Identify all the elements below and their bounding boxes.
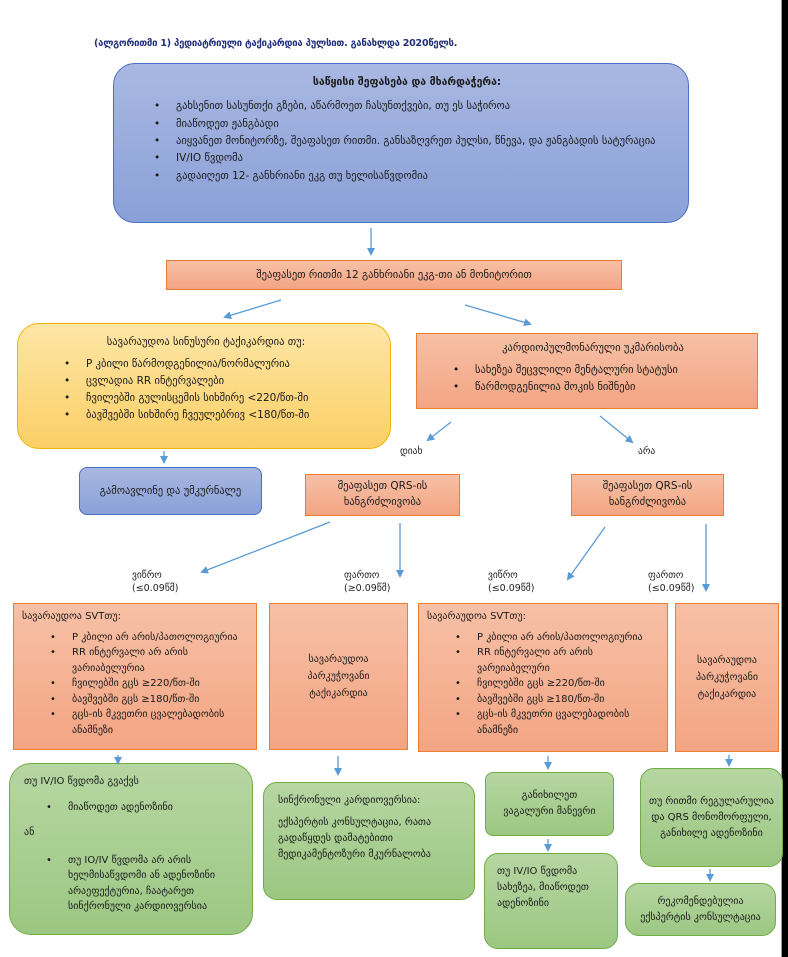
svt-criteria-box-left: სავარაუდოა SVTთუ: P კბილი არ არის/პათოლო… (13, 603, 257, 750)
expert-consultation-box: რეკომენდებულია ექსპერტის კონსულტაცია (625, 883, 776, 936)
vagal-maneuver-text: განიხილეთ ვაგალური მანევრი (503, 790, 596, 817)
iv-io-access-text: თუ IV/IO წვდომა გვაქვს (24, 776, 139, 787)
initial-assessment-box: საწყისი შეფასება და მხარდაჭერა: გახსენით… (113, 63, 689, 223)
list-item: ჩვილებში გცს ≥220/წთ-ში (447, 676, 659, 692)
initial-assessment-heading: საწყისი შეფასება და მხარდაჭერა: (312, 76, 502, 88)
qrs-label-range: (≤0.09წმ) (488, 582, 535, 594)
adenosine-list: მიაწოდეთ ადენოზინი (24, 800, 242, 816)
branch-label-yes: დიახ (400, 446, 423, 457)
qrs-label-name: ვიწრო (488, 570, 518, 581)
vt-box-left: სავარაუდოა პარკუჭოვანი ტაქიკარდია (269, 603, 408, 750)
cardiopulmonary-heading: კარდიოპულმონარული უკმარისობა (502, 342, 684, 354)
qrs-label-range: (≥0.09წმ) (344, 582, 391, 594)
list-item: ბავშვებში გცს ≥180/წთ-ში (42, 692, 248, 708)
initial-assessment-list: გახსენით სასუნთქი გზები, აწარმოეთ ჩასუნთ… (146, 98, 668, 185)
qrs-label-wide-left: ფართო (≥0.09წმ) (344, 570, 390, 596)
list-item: გცს-ის მკვეთრი ცვალებადობის ანამნეზი (42, 707, 248, 738)
qrs-label-range: (≤0.09წმ) (132, 582, 179, 594)
adenosine-text: თუ IV/IO წვდომა სახეზეა, მიაწოდეთ ადენოზ… (497, 866, 589, 909)
list-item: ცვლადია RR ინტერვალები (56, 373, 376, 390)
regular-rhythm-box: თუ რითმი რეგულარულია და QRS მონომორფული,… (640, 768, 783, 867)
list-item: ჩვილებში გცს ≥220/წთ-ში (42, 676, 248, 692)
list-item: P კბილი წარმოდგენილია/ნორმალურია (56, 356, 376, 373)
list-item: P კბილი არ არის/პათოლოგიურია (447, 630, 659, 646)
list-item: მიაწოდეთ ჟანგბადი (146, 116, 668, 134)
identify-treat-text: გამოავლინე და უმკურნალე (99, 484, 242, 497)
arrow (200, 521, 331, 574)
qrs-duration-box-left: შეაფასეთ QRS-ის ხანგრძლივობა (305, 474, 460, 516)
arrow (464, 304, 532, 327)
list-item: ჩვილებში გულისცემის სიხშირე <220/წთ-ში (56, 390, 376, 407)
qrs-label-name: ვიწრო (132, 570, 162, 581)
regular-rhythm-text: თუ რითმი რეგულარულია და QRS მონომორფული,… (648, 795, 774, 839)
list-item: სახეზეა შეცვლილი მენტალური სტატუსი (445, 362, 747, 379)
adenosine-or-cardioversion-box: თუ IV/IO წვდომა გვაქვს მიაწოდეთ ადენოზინ… (9, 763, 253, 935)
expert-consultation-text: რეკომენდებულია ექსპერტის კონსულტაცია (640, 895, 761, 923)
list-item: ბავშვებში სიხშირე ჩვეულებრივ <180/წთ-ში (56, 407, 376, 424)
assess-rhythm-text: შეაფასეთ რითმი 12 განხრიანი ეკგ-თი ან მო… (256, 268, 532, 281)
arrow (599, 415, 634, 444)
sinus-criteria-list: P კბილი წარმოდგენილია/ნორმალურია ცვლადია… (36, 356, 376, 423)
arrow (223, 299, 282, 320)
cardioversion-list: თუ IO/IV წვდომა არ არის ხელმისაწვდომი ან… (24, 853, 242, 915)
list-item: გადაიღეთ 12- განხრიანი ეკგ თუ ხელისაწვდო… (146, 168, 668, 186)
list-item: RR ინტერვალი არ არის ვარეიაბელური (447, 645, 659, 676)
sinus-tachycardia-heading: სავარაუდოა სინუსური ტაქიკარდია თუ: (106, 336, 306, 348)
qrs-label-narrow-left: ვიწრო (≤0.09წმ) (132, 570, 178, 596)
svt-criteria-list-left: P კბილი არ არის/პათოლოგიურია RR ინტერვალ… (22, 630, 248, 739)
sync-cardioversion-heading: სინქრონული კარდიოვერსია: (278, 795, 421, 806)
qrs-label-range: (≤0.09წმ) (648, 582, 695, 594)
list-item: გცს-ის მკვეთრი ცვალებადობის ანამნეზი (447, 707, 659, 738)
qrs-duration-text-right: შეაფასეთ QRS-ის ხანგრძლივობა (602, 480, 693, 508)
qrs-duration-text-left: შეაფასეთ QRS-ის ხანგრძლივობა (337, 480, 428, 508)
sinus-tachycardia-box: სავარაუდოა სინუსური ტაქიკარდია თუ: P კბი… (17, 323, 391, 449)
list-item: თუ IO/IV წვდომა არ არის ხელმისაწვდომი ან… (38, 853, 242, 915)
vt-box-right: სავარაუდოა პარკუჭოვანი ტაქიკარდია (675, 603, 779, 752)
list-item: IV/IO წვდომა (146, 150, 668, 168)
vt-text-right: სავარაუდოა პარკუჭოვანი ტაქიკარდია (695, 655, 759, 700)
list-item: გახსენით სასუნთქი გზები, აწარმოეთ ჩასუნთ… (146, 98, 668, 116)
qrs-duration-box-right: შეაფასეთ QRS-ის ხანგრძლივობა (571, 474, 724, 516)
branch-label-no: არა (638, 446, 656, 457)
frame-border-inner (781, 0, 782, 957)
qrs-label-wide-right: ფართო (≤0.09წმ) (648, 570, 694, 596)
identify-treat-box: გამოავლინე და უმკურნალე (79, 467, 262, 515)
or-text: ან (24, 827, 35, 838)
cardiopulmonary-list: სახეზეა შეცვლილი მენტალური სტატუსი წარმო… (439, 362, 747, 396)
list-item: წარმოდგენილია შოკის ნიშნები (445, 379, 747, 396)
vt-text-left: სავარაუდოა პარკუჭოვანი ტაქიკარდია (307, 654, 370, 699)
synchronized-cardioversion-box: სინქრონული კარდიოვერსია: ექსპერტის კონსუ… (263, 782, 475, 900)
qrs-label-narrow-right: ვიწრო (≤0.09წმ) (488, 570, 534, 596)
list-item: ბავშვებში გცს ≥180/წთ-ში (447, 692, 659, 708)
arrow (426, 421, 452, 442)
list-item: მიაწოდეთ ადენოზინი (38, 800, 242, 816)
qrs-label-name: ფართო (344, 570, 380, 581)
assess-rhythm-box: შეაფასეთ რითმი 12 განხრიანი ეკგ-თი ან მო… (166, 260, 622, 290)
adenosine-box: თუ IV/IO წვდომა სახეზეა, მიაწოდეთ ადენოზ… (484, 853, 618, 949)
svt-heading-left: სავარაუდოა SVTთუ: (22, 611, 121, 622)
svt-criteria-list-right: P კბილი არ არის/პათოლოგიურია RR ინტერვალ… (427, 630, 659, 739)
algorithm-title: (ალგორითმი 1) პედიატრიული ტაქიკარდია პულ… (94, 38, 458, 49)
sync-cardioversion-body: ექსპერტის კონსულტაცია, რათა გადაწყდეს და… (278, 817, 432, 860)
cardiopulmonary-compromise-box: კარდიოპულმონარული უკმარისობა სახეზეა შეც… (416, 333, 758, 409)
vagal-maneuver-box: განიხილეთ ვაგალური მანევრი (485, 772, 614, 836)
list-item: P კბილი არ არის/პათოლოგიურია (42, 630, 248, 646)
list-item: აიყვანეთ მონიტორზე, შეაფასეთ რითმი. განს… (146, 133, 668, 151)
frame-border (782, 0, 788, 957)
svt-heading-right: სავარაუდოა SVTთუ: (427, 611, 526, 622)
svt-criteria-box-right: სავარაუდოა SVTთუ: P კბილი არ არის/პათოლო… (418, 603, 668, 752)
list-item: RR ინტერვალი არ არის ვარიაბელურია (42, 645, 248, 676)
arrow (566, 526, 606, 581)
qrs-label-name: ფართო (648, 570, 684, 581)
